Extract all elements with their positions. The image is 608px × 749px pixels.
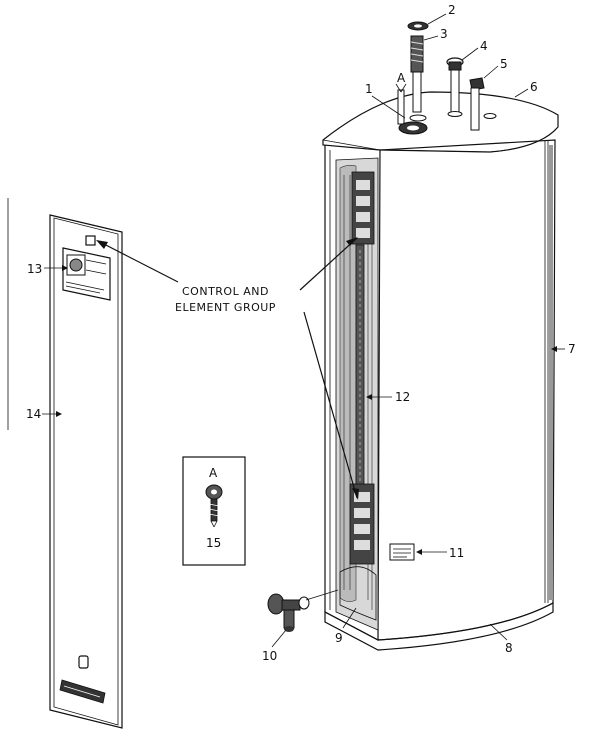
top-cover [322,91,559,153]
callout-13: 13 [27,262,42,276]
panel-fastener [85,235,96,246]
group-label-line1: CONTROL AND [182,285,269,298]
callout-10: 10 [262,649,277,663]
dip-tube [410,35,424,113]
outlet-pipe [446,57,464,113]
detail-letter-inset: A [209,466,218,480]
callout-9: 9 [335,631,343,645]
callout-8: 8 [505,641,513,655]
detail-letter-top: A [397,71,406,85]
anode-rod [395,83,407,125]
callout-2: 2 [448,3,456,17]
group-label-line2: ELEMENT GROUP [175,301,276,314]
panel-lower-fastener [78,655,89,669]
callout-6: 6 [530,80,538,94]
callout-3: 3 [440,27,448,41]
callout-5: 5 [500,57,508,71]
leader-lines [42,13,565,648]
drain-valve [267,589,339,632]
inset-detail-box [182,456,246,566]
thermostat-window [62,247,111,301]
relief-fitting [469,77,485,131]
callout-1: 1 [365,82,373,96]
callout-12: 12 [395,390,410,404]
callout-14: 14 [26,407,41,421]
rating-label [389,543,415,561]
access-panel [49,214,123,729]
panel-label-plate [59,679,106,704]
water-heater-tank [322,91,559,651]
callout-4: 4 [480,39,488,53]
callout-7: 7 [568,342,576,356]
callout-11: 11 [449,546,464,560]
lower-element [349,483,375,565]
upper-element [351,171,375,245]
callout-15: 15 [206,536,221,550]
